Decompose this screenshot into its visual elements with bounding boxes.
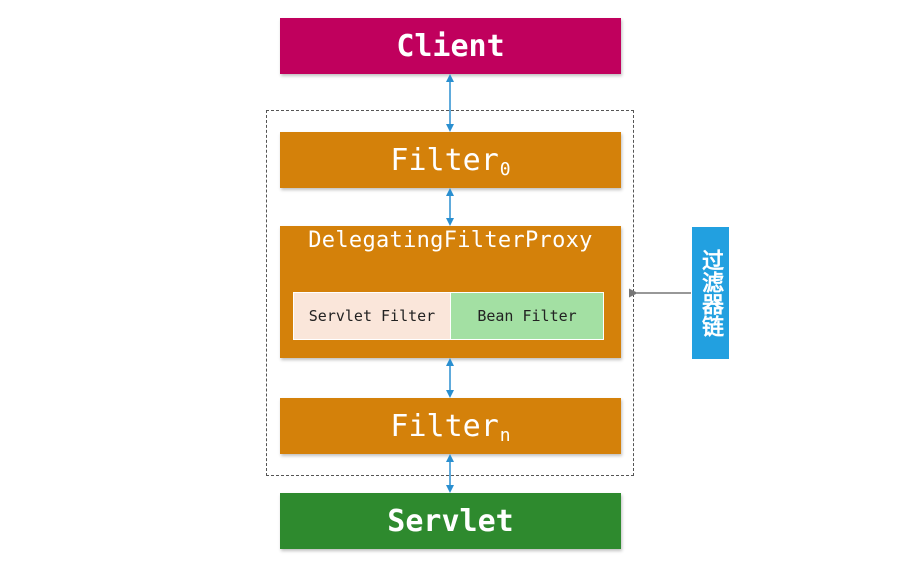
servlet-label: Servlet [387, 503, 514, 539]
delegating-filter-proxy-node: DelegatingFilterProxy Servlet Filter Bea… [280, 226, 621, 358]
client-label: Client [396, 28, 505, 64]
servlet-filter-cell: Servlet Filter [294, 293, 450, 339]
filter-0-subscript: 0 [499, 158, 511, 180]
servlet-node: Servlet [280, 493, 621, 549]
filter-chain-label: 过滤器链 [692, 227, 729, 359]
client-node: Client [280, 18, 621, 74]
filter-n-subscript: n [499, 424, 511, 446]
proxy-inner-filters: Servlet Filter Bean Filter [293, 292, 604, 340]
filter-0-label: Filter [390, 142, 499, 178]
bean-filter-cell: Bean Filter [450, 293, 603, 339]
delegating-filter-proxy-title: DelegatingFilterProxy [308, 228, 593, 253]
filter-n-label: Filter [390, 408, 499, 444]
